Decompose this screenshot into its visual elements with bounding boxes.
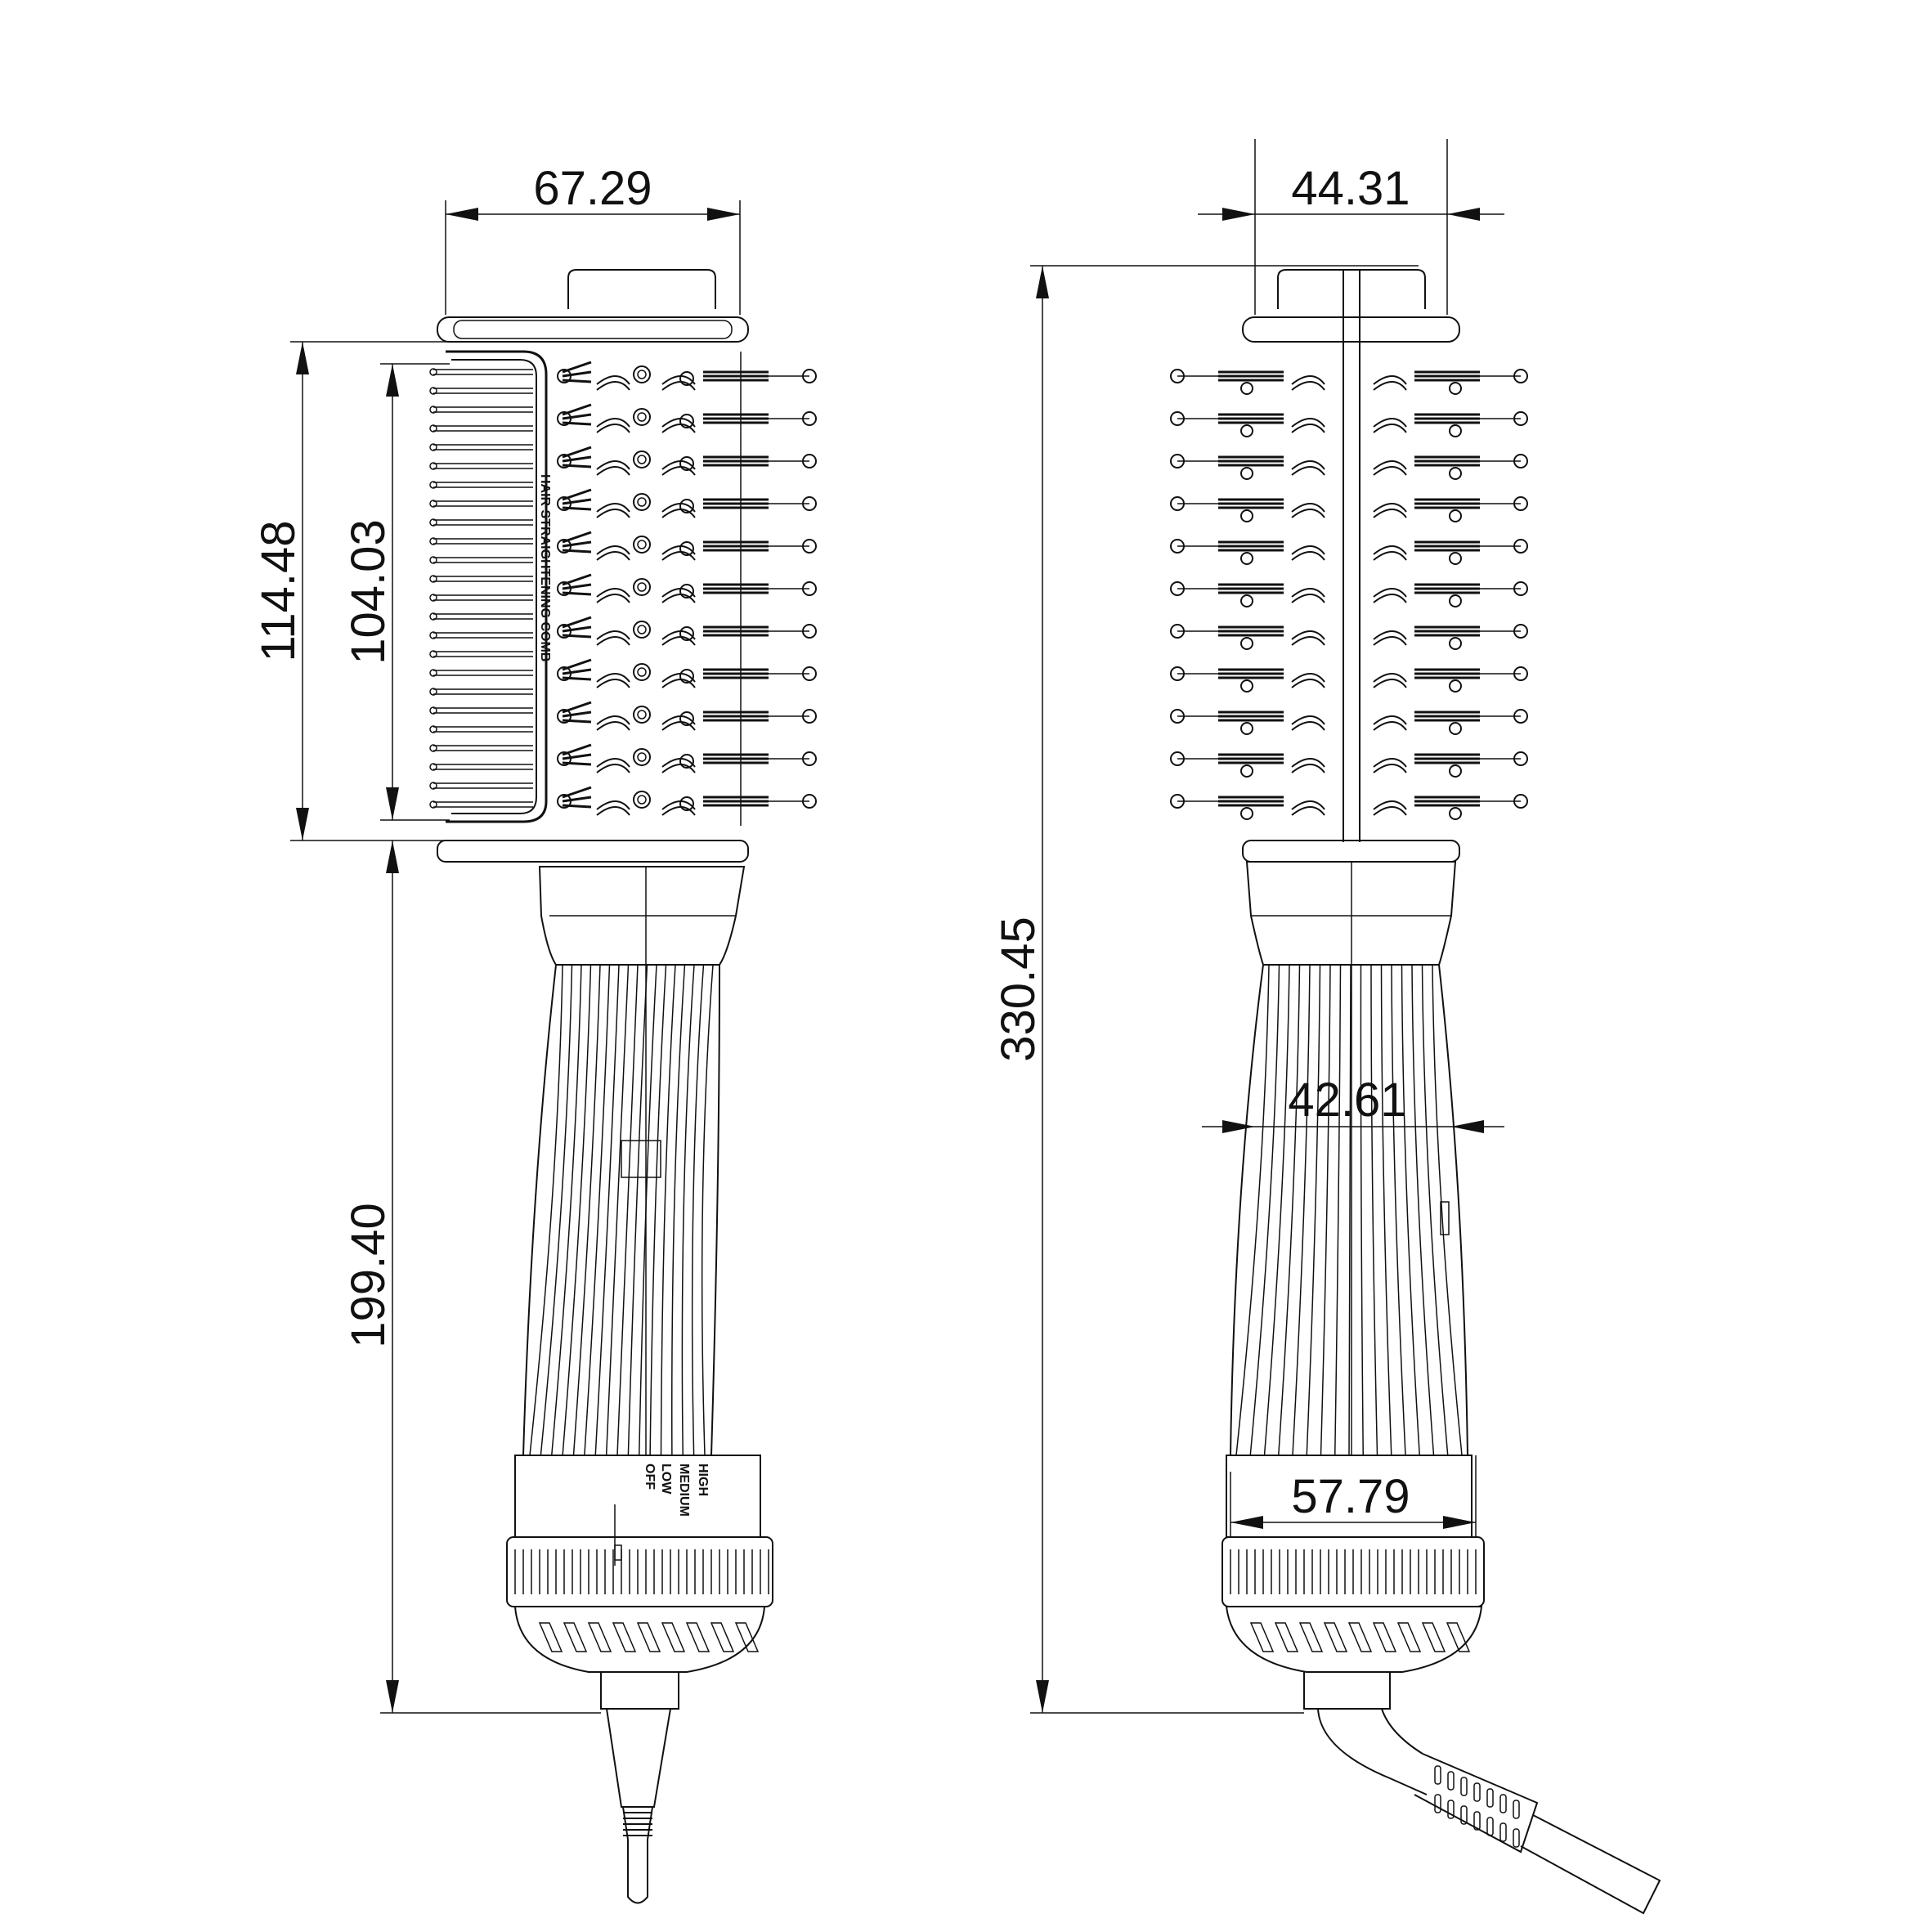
right-handle bbox=[1222, 861, 1661, 1915]
left-barrel bbox=[557, 352, 817, 826]
switch-label-low: LOW bbox=[659, 1464, 673, 1495]
left-head-plate bbox=[437, 316, 749, 343]
straightening-comb: HAIR STRAIGHTENING COMB bbox=[429, 350, 552, 823]
right-head-plate bbox=[1242, 316, 1460, 343]
left-lower-plate bbox=[437, 840, 749, 863]
left-top-cap bbox=[567, 269, 716, 309]
dim-left-outer-height: 114.48 bbox=[252, 520, 305, 661]
dim-right-ring-width: 57.79 bbox=[1291, 1470, 1410, 1523]
dimension-lines: 67.29 114.48 104.03 199.40 44.31 330.45 … bbox=[252, 139, 1504, 1714]
dim-left-inner-height: 104.03 bbox=[342, 519, 395, 664]
comb-text: HAIR STRAIGHTENING COMB bbox=[538, 474, 552, 661]
dim-right-handle-width: 42.61 bbox=[1288, 1074, 1406, 1127]
right-cord-strain-relief bbox=[1303, 1672, 1391, 1710]
dim-left-head-width: 67.29 bbox=[533, 162, 652, 215]
switch-label-medium: MEDIUM bbox=[677, 1464, 691, 1517]
switch-label-high: HIGH bbox=[696, 1464, 710, 1496]
right-barrel bbox=[1170, 369, 1528, 820]
left-grip-ring bbox=[506, 1536, 773, 1607]
dim-right-total-length: 330.45 bbox=[992, 917, 1045, 1061]
left-cord-strain-relief bbox=[600, 1672, 679, 1710]
right-top-cap bbox=[1277, 269, 1426, 309]
dim-left-handle-length: 199.40 bbox=[342, 1203, 395, 1347]
right-cord bbox=[1317, 1708, 1428, 1795]
right-brush-view bbox=[1170, 269, 1661, 1915]
right-lower-plate bbox=[1242, 840, 1460, 863]
dim-right-head-width: 44.31 bbox=[1291, 162, 1410, 215]
switch-label-off: OFF bbox=[643, 1464, 657, 1490]
